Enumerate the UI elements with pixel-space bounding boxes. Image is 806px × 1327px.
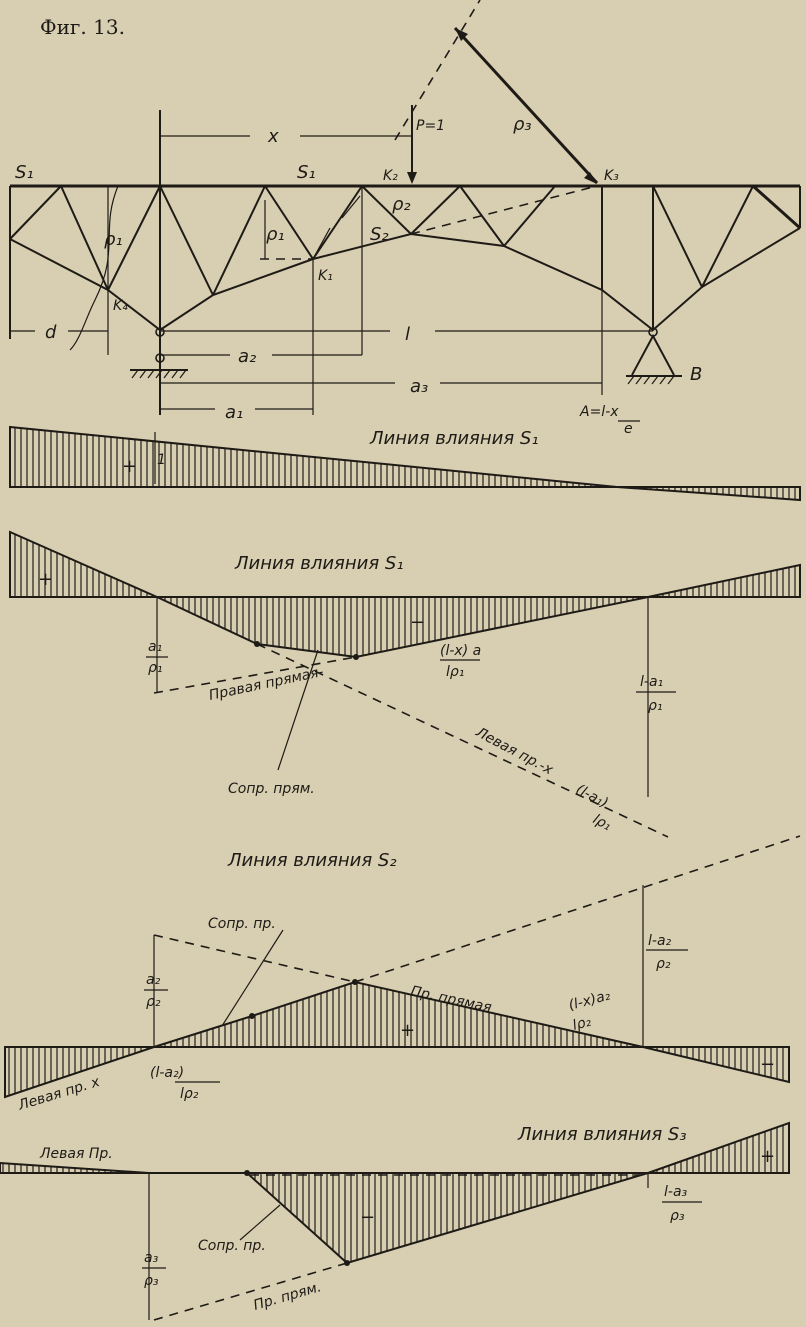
svg-text:lρ₂: lρ₂ xyxy=(180,1086,199,1102)
svg-text:lρ₁: lρ₁ xyxy=(590,811,614,834)
svg-text:K₂: K₂ xyxy=(383,168,398,184)
s2-extension-dashed xyxy=(410,185,598,235)
svg-text:Сопр. прям.: Сопр. прям. xyxy=(228,781,315,797)
svg-text:a₂: a₂ xyxy=(146,972,161,988)
svg-text:Сопр. пр.: Сопр. пр. xyxy=(208,916,276,932)
svg-text:d: d xyxy=(45,322,57,343)
svg-text:P=1: P=1 xyxy=(416,118,445,134)
svg-text:l-a₁: l-a₁ xyxy=(640,674,663,690)
svg-text:ρ₂: ρ₂ xyxy=(392,194,411,215)
svg-text:+: + xyxy=(400,1020,415,1041)
svg-text:Левая Пр.: Левая Пр. xyxy=(39,1146,113,1162)
svg-text:ρ₃: ρ₃ xyxy=(670,1208,685,1224)
svg-text:Линия влияния S₃: Линия влияния S₃ xyxy=(517,1124,687,1145)
svg-text:ρ₁: ρ₁ xyxy=(648,698,663,714)
svg-text:a₁: a₁ xyxy=(225,402,243,423)
svg-text:−: − xyxy=(410,612,425,633)
svg-text:Левая пр.-x: Левая пр.-x xyxy=(472,724,556,779)
svg-text:B: B xyxy=(690,364,702,385)
svg-text:ρ₁: ρ₁ xyxy=(104,229,123,250)
left-support xyxy=(130,327,188,379)
section-cut xyxy=(69,185,119,351)
truss: S₁ S₁ S₂ K₁ K₂ K₃ K₄ ρ₁ ρ₁ ρ₂ ρ₃ P=1 x d… xyxy=(9,0,801,437)
svg-text:+: + xyxy=(38,569,53,590)
svg-text:Линия влияния S₁: Линия влияния S₁ xyxy=(369,428,539,449)
svg-text:e: e xyxy=(624,421,633,437)
influence-line-s2: Линия влияния S₂ Сопр. пр. + − a₂ ρ₂ l-a… xyxy=(4,835,801,1114)
svg-text:ρ₃: ρ₃ xyxy=(513,114,532,135)
svg-text:(l-a₁): (l-a₁) xyxy=(573,781,611,811)
svg-text:K₄: K₄ xyxy=(113,298,128,314)
svg-text:a₃: a₃ xyxy=(410,376,428,397)
influence-line-s1-chord: Линия влияния S₁ + 1 xyxy=(9,425,801,502)
svg-text:+: + xyxy=(122,456,137,477)
svg-text:lρ₂: lρ₂ xyxy=(571,1014,593,1034)
truss-web xyxy=(9,110,801,415)
svg-text:l-a₂: l-a₂ xyxy=(648,933,672,949)
svg-text:lρ₁: lρ₁ xyxy=(446,664,464,680)
svg-text:a₃: a₃ xyxy=(144,1250,159,1266)
svg-text:ρ₁: ρ₁ xyxy=(266,224,285,245)
svg-text:K₃: K₃ xyxy=(604,168,619,184)
svg-text:ρ₂: ρ₂ xyxy=(656,956,671,972)
svg-text:S₁: S₁ xyxy=(15,162,34,183)
truss-labels: S₁ S₁ S₂ K₁ K₂ K₃ K₄ ρ₁ ρ₁ ρ₂ ρ₃ P=1 x d… xyxy=(15,114,702,437)
svg-text:l-a₃: l-a₃ xyxy=(664,1184,688,1200)
svg-text:ρ₃: ρ₃ xyxy=(144,1273,159,1289)
svg-text:(l-x)a₂: (l-x)a₂ xyxy=(567,987,612,1014)
svg-text:S₂: S₂ xyxy=(370,224,389,245)
svg-text:Пр. прям.: Пр. прям. xyxy=(252,1279,324,1314)
svg-text:−: − xyxy=(360,1207,375,1228)
svg-text:−: − xyxy=(760,1054,775,1075)
svg-text:a₁: a₁ xyxy=(148,639,162,655)
svg-text:+: + xyxy=(760,1146,775,1167)
figure-caption: Фиг. 13. xyxy=(40,15,125,39)
svg-text:Линия влияния S₁: Линия влияния S₁ xyxy=(234,553,404,574)
svg-text:a₂: a₂ xyxy=(238,346,256,367)
svg-text:(l-a₂): (l-a₂) xyxy=(150,1065,184,1081)
svg-text:A=l-x: A=l-x xyxy=(579,404,619,420)
svg-text:1: 1 xyxy=(157,452,166,468)
influence-line-s1-diag: Линия влияния S₁ + − a₁ ρ₁ l-a₁ ρ₁ Права… xyxy=(9,530,801,838)
svg-text:ρ₂: ρ₂ xyxy=(146,994,161,1010)
svg-text:x: x xyxy=(267,126,279,147)
right-support-b xyxy=(626,327,682,385)
svg-text:S₁: S₁ xyxy=(297,162,316,183)
svg-text:(l-x) a: (l-x) a xyxy=(440,643,481,659)
influence-line-s3: Линия влияния S₃ Левая Пр. + − Сопр. пр.… xyxy=(0,1121,790,1321)
svg-text:Линия влияния S₂: Линия влияния S₂ xyxy=(227,850,397,871)
p3-force-arrow xyxy=(453,26,599,185)
svg-text:ρ₁: ρ₁ xyxy=(148,660,163,676)
svg-text:K₁: K₁ xyxy=(318,268,333,284)
svg-text:Правая прямая-: Правая прямая- xyxy=(208,664,326,704)
svg-text:l: l xyxy=(405,324,410,345)
svg-text:Сопр. пр.: Сопр. пр. xyxy=(198,1238,266,1254)
p3-line-of-action-dashed xyxy=(394,0,481,141)
